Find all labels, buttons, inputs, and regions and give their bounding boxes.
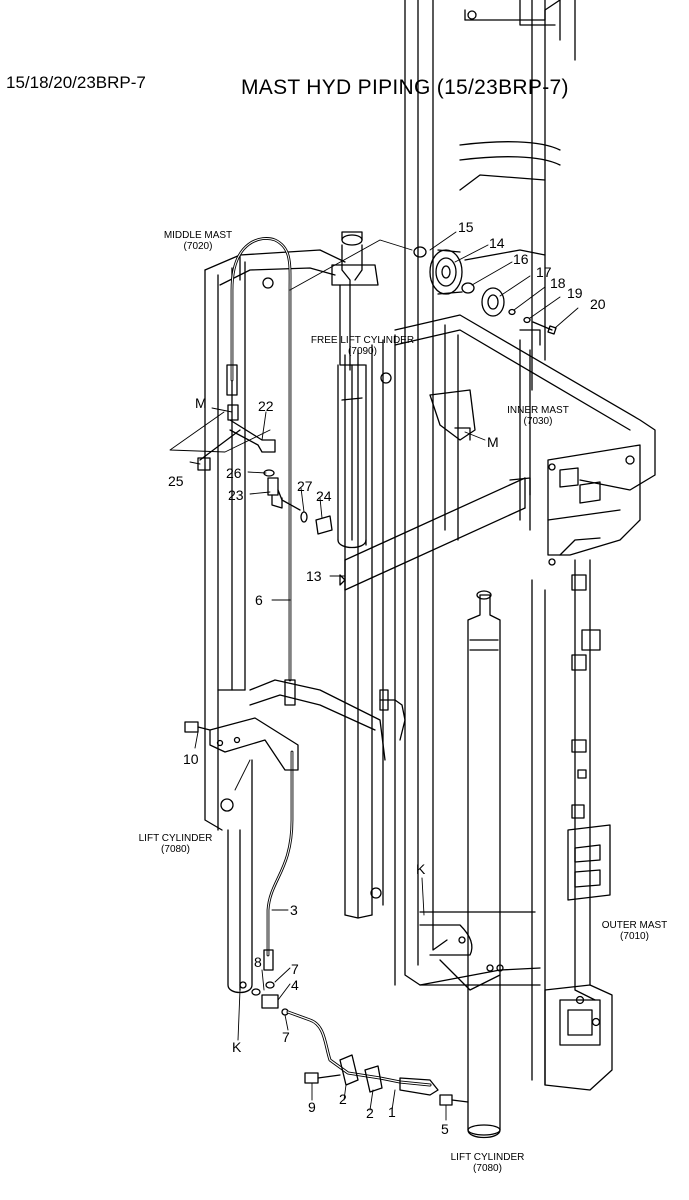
label-outer-mast: OUTER MAST(7010) [601, 920, 668, 942]
diagram-title: MAST HYD PIPING (15/23BRP-7) [241, 76, 569, 99]
inner-mast-drawing [344, 314, 656, 591]
callout-26: 26 [226, 465, 242, 481]
callout-k-right: K [416, 861, 426, 877]
label-lift-cylinder-bottom: LIFT CYLINDER(7080) [450, 1152, 525, 1174]
callout-3: 3 [290, 902, 298, 918]
free-lift-cylinder-drawing [331, 231, 406, 986]
leader-lines [169, 231, 579, 1121]
callout-23: 23 [228, 487, 244, 503]
hose-3 [263, 750, 294, 971]
callout-9: 9 [308, 1099, 316, 1115]
callout-10: 10 [183, 751, 199, 767]
callout-14: 14 [489, 235, 505, 251]
lift-cylinder-left-drawing [227, 759, 253, 994]
callout-8: 8 [254, 954, 262, 970]
callout-20: 20 [590, 296, 606, 312]
callout-27: 27 [297, 478, 313, 494]
fittings-lower [251, 981, 289, 1016]
callout-m-inner: M [487, 434, 499, 450]
callout-24: 24 [316, 488, 332, 504]
pulley-assembly [413, 246, 557, 335]
callout-m-upper: M [195, 395, 207, 411]
label-free-lift-cylinder: FREE LIFT CYLINDER(7090) [310, 335, 415, 357]
callout-2-right: 2 [366, 1105, 374, 1121]
outer-mast-drawing [404, 0, 613, 1091]
callout-17: 17 [536, 264, 552, 280]
pipe-1 [286, 1010, 469, 1106]
label-inner-mast: INNER MAST(7030) [507, 405, 569, 427]
callout-25: 25 [168, 473, 184, 489]
callout-k-left: K [232, 1039, 242, 1055]
callout-2-left: 2 [339, 1091, 347, 1107]
callout-6: 6 [255, 592, 263, 608]
model-number: 15/18/20/23BRP-7 [6, 73, 146, 92]
callout-7-upper: 7 [291, 961, 299, 977]
callout-22: 22 [258, 398, 274, 414]
callout-1: 1 [388, 1104, 396, 1120]
label-middle-mast: MIDDLE MAST(7020) [163, 230, 233, 252]
callout-7-lower: 7 [282, 1029, 290, 1045]
hose-6 [226, 237, 296, 706]
middle-mast-drawing [204, 249, 386, 831]
callout-15: 15 [458, 219, 474, 235]
callout-16: 16 [513, 251, 529, 267]
label-lift-cylinder-left: LIFT CYLINDER(7080) [138, 833, 213, 855]
callout-5: 5 [441, 1121, 449, 1137]
callout-13: 13 [306, 568, 322, 584]
bracket-10 [184, 717, 299, 771]
lift-cylinder-bottom-drawing [467, 590, 501, 1139]
callout-18: 18 [550, 275, 566, 291]
callout-4: 4 [291, 977, 299, 993]
callout-19: 19 [567, 285, 583, 301]
